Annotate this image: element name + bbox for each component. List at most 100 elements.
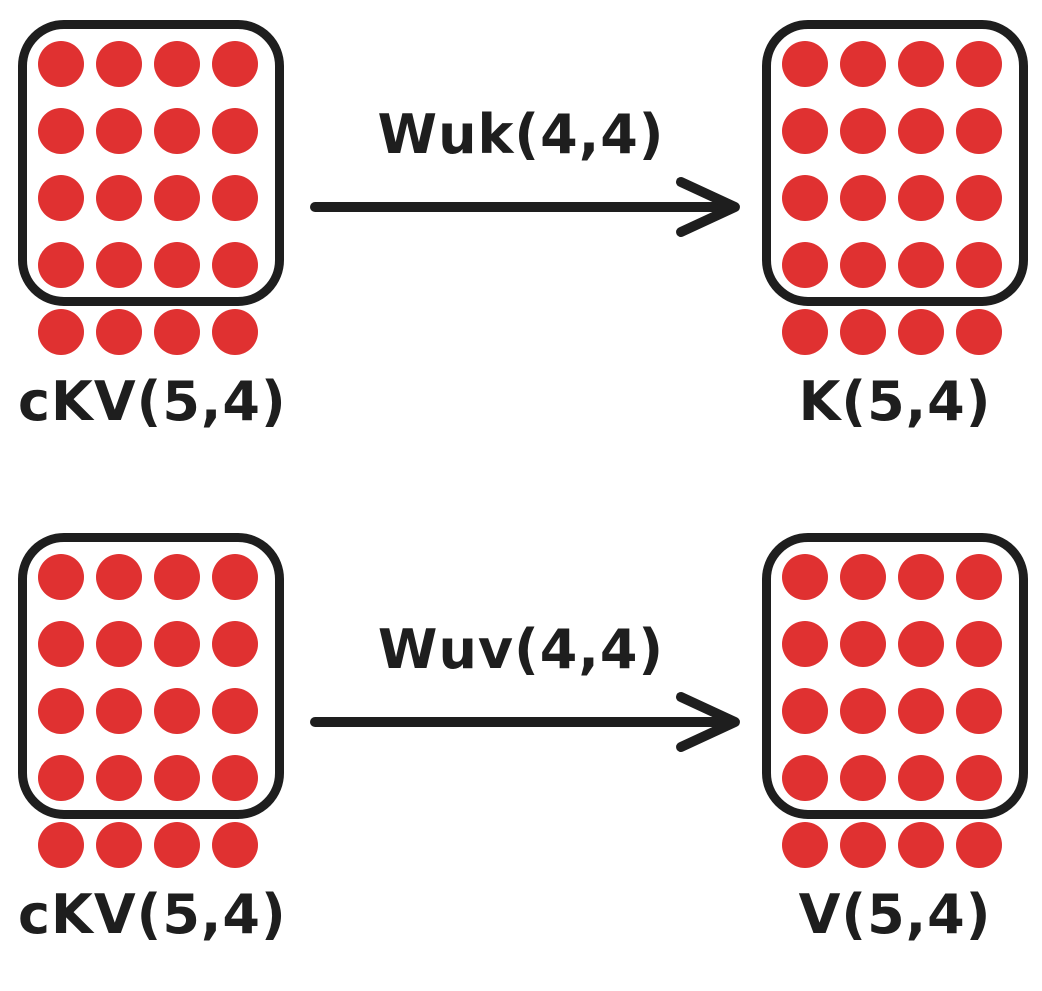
token-dot	[96, 108, 142, 154]
token-dot	[38, 242, 84, 288]
token-dot	[956, 41, 1002, 87]
token-dot	[96, 822, 142, 868]
token-dot	[212, 688, 258, 734]
token-dot	[154, 309, 200, 355]
token-dot	[956, 309, 1002, 355]
token-dot	[96, 621, 142, 667]
token-dot	[154, 175, 200, 221]
token-dot	[840, 621, 886, 667]
token-dot	[212, 822, 258, 868]
token-dot	[96, 554, 142, 600]
weight-label-wuk: Wuk(4,4)	[377, 103, 665, 166]
token-dot	[212, 621, 258, 667]
dot-grid	[38, 41, 258, 355]
token-dot	[212, 755, 258, 801]
token-dot	[96, 755, 142, 801]
token-dot	[898, 554, 944, 600]
latent-box-outline	[762, 20, 1028, 306]
token-dot	[212, 309, 258, 355]
token-dot	[956, 621, 1002, 667]
token-dot	[38, 108, 84, 154]
token-dot	[898, 41, 944, 87]
latent-box-outline	[762, 533, 1028, 819]
token-dot	[212, 175, 258, 221]
token-dot	[956, 822, 1002, 868]
figure2-arrow-group: Wuv(4,4)	[297, 616, 745, 781]
matrix-label-ckv: cKV(5,4)	[18, 370, 287, 433]
token-dot	[840, 175, 886, 221]
token-dot	[154, 554, 200, 600]
token-dot	[956, 175, 1002, 221]
token-dot	[898, 688, 944, 734]
token-dot	[840, 41, 886, 87]
token-dot	[212, 108, 258, 154]
token-dot	[898, 175, 944, 221]
token-dot	[96, 41, 142, 87]
latent-box-outline	[18, 20, 284, 306]
token-dot	[956, 554, 1002, 600]
token-dot	[782, 41, 828, 87]
token-dot	[38, 755, 84, 801]
latent-box-outline	[18, 533, 284, 819]
dot-grid	[782, 554, 1002, 868]
token-dot	[840, 755, 886, 801]
token-dot	[38, 554, 84, 600]
token-dot	[96, 242, 142, 288]
token-dot	[782, 822, 828, 868]
token-dot	[840, 309, 886, 355]
token-dot	[840, 242, 886, 288]
token-dot	[212, 41, 258, 87]
token-dot	[38, 309, 84, 355]
token-dot	[898, 822, 944, 868]
token-dot	[840, 822, 886, 868]
matrix-label-v: V(5,4)	[798, 883, 992, 946]
token-dot	[956, 688, 1002, 734]
figure2-target-matrix: V(5,4)	[762, 533, 1028, 983]
dot-grid	[38, 554, 258, 868]
token-dot	[956, 755, 1002, 801]
token-dot	[782, 309, 828, 355]
token-dot	[898, 621, 944, 667]
figure1-source-matrix: cKV(5,4)	[18, 20, 287, 470]
token-dot	[154, 108, 200, 154]
token-dot	[154, 41, 200, 87]
figure2-source-matrix: cKV(5,4)	[18, 533, 287, 983]
token-dot	[38, 688, 84, 734]
token-dot	[840, 108, 886, 154]
token-dot	[38, 175, 84, 221]
token-dot	[840, 554, 886, 600]
token-dot	[154, 621, 200, 667]
token-dot	[96, 309, 142, 355]
token-dot	[782, 688, 828, 734]
matrix-label-ckv: cKV(5,4)	[18, 883, 287, 946]
token-dot	[782, 108, 828, 154]
token-dot	[38, 621, 84, 667]
token-dot	[782, 554, 828, 600]
token-dot	[96, 175, 142, 221]
token-dot	[898, 108, 944, 154]
right-arrow-icon	[310, 177, 740, 237]
token-dot	[956, 242, 1002, 288]
token-dot	[782, 242, 828, 288]
token-dot	[840, 688, 886, 734]
token-dot	[956, 108, 1002, 154]
token-dot	[782, 175, 828, 221]
token-dot	[212, 242, 258, 288]
token-dot	[782, 621, 828, 667]
weight-label-wuv: Wuv(4,4)	[377, 618, 665, 681]
token-dot	[96, 688, 142, 734]
figure1-arrow-group: Wuk(4,4)	[297, 101, 745, 266]
right-arrow-icon	[310, 692, 740, 752]
token-dot	[38, 822, 84, 868]
token-dot	[154, 242, 200, 288]
token-dot	[782, 755, 828, 801]
token-dot	[154, 755, 200, 801]
token-dot	[154, 822, 200, 868]
matrix-label-k: K(5,4)	[798, 370, 992, 433]
token-dot	[898, 309, 944, 355]
token-dot	[898, 755, 944, 801]
token-dot	[154, 688, 200, 734]
token-dot	[38, 41, 84, 87]
figure1-target-matrix: K(5,4)	[762, 20, 1028, 470]
